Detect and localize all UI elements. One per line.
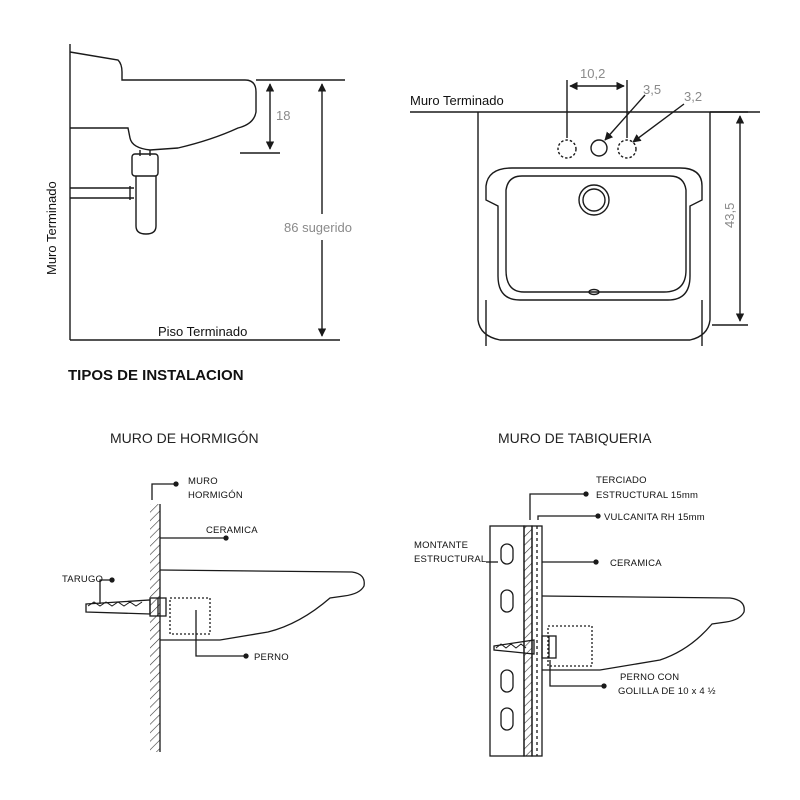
tabiqueria-screw — [493, 635, 557, 659]
tabiqueria-title: MURO DE TABIQUERIA — [498, 430, 652, 446]
hormigon-perno-label: PERNO — [254, 652, 289, 663]
hole-right — [617, 139, 637, 159]
basin-front-outline — [477, 112, 711, 341]
perno-golilla-label-2: GOLILLA DE 10 x 4 ½ — [618, 686, 716, 697]
montante-label-1: MONTANTE — [414, 540, 468, 551]
perno-golilla-label-1: PERNO CON — [620, 672, 679, 683]
stud-slots — [500, 543, 514, 731]
hole-center — [590, 139, 608, 157]
dim-18-text: 18 — [276, 108, 290, 123]
dim-86-text: 86 sugerido — [284, 220, 352, 235]
hormigon-muro-label-2: HORMIGÓN — [188, 490, 243, 501]
basin-front-inner — [485, 167, 703, 301]
terciado-label-1: TERCIADO — [596, 475, 647, 486]
hole-left — [557, 139, 577, 159]
montante-stud — [489, 525, 525, 757]
hormigon-tarugo-label: TARUGO — [62, 574, 103, 585]
basin-profile — [69, 51, 257, 151]
hormigon-title: MURO DE HORMIGÓN — [110, 430, 259, 446]
tarugo-bolt — [85, 597, 167, 617]
tabiqueria-drawing — [486, 491, 745, 757]
leader-32 — [632, 103, 685, 143]
front-wall-label: Muro Terminado — [410, 93, 504, 108]
side-view-panel — [69, 44, 345, 341]
floor-label: Piso Terminado — [158, 324, 247, 339]
concrete-wall-hatch — [150, 504, 160, 752]
side-wall-label: Muro Terminado — [44, 181, 59, 275]
tabiqueria-basin — [541, 595, 745, 671]
dim-102-text: 10,2 — [580, 66, 605, 81]
front-view-panel — [410, 80, 760, 346]
hormigon-basin — [159, 569, 365, 641]
hormigon-ceramica-label: CERAMICA — [206, 525, 258, 536]
dim-32-text: 3,2 — [684, 89, 702, 104]
section-title: TIPOS DE INSTALACION — [68, 367, 244, 384]
hormigon-drawing — [85, 481, 365, 752]
hormigon-muro-label-1: MURO — [188, 476, 218, 487]
tabiqueria-ceramica-label: CERAMICA — [610, 558, 662, 569]
terciado-label-2: ESTRUCTURAL 15mm — [596, 490, 698, 501]
montante-label-2: ESTRUCTURAL — [414, 554, 486, 565]
dim-35-text: 3,5 — [643, 82, 661, 97]
vulcanita-label: VULCANITA RH 15mm — [604, 512, 705, 523]
dim-435-text: 43,5 — [722, 203, 737, 228]
drain-trap — [70, 150, 159, 235]
leader-35 — [604, 94, 646, 141]
drain-circle — [578, 184, 610, 216]
